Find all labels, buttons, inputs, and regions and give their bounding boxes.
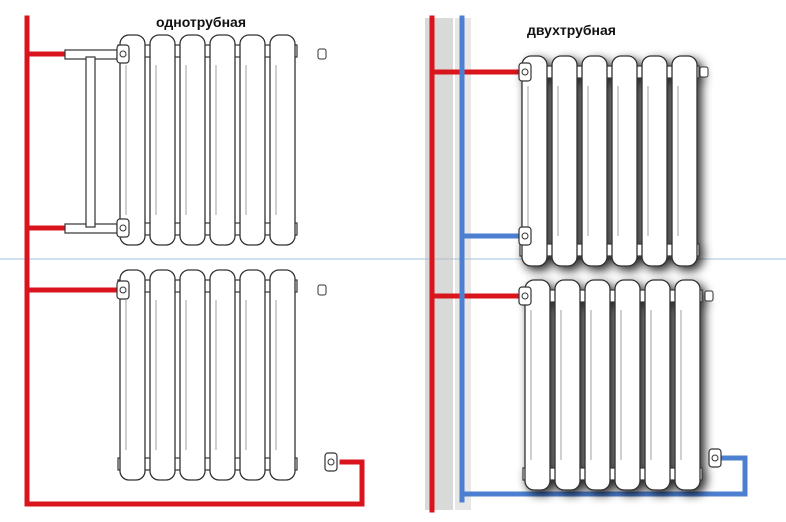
radiator-icon	[116, 34, 327, 246]
air-vent-icon	[699, 66, 709, 78]
radiator-icon	[518, 55, 709, 267]
radiator-section	[551, 55, 578, 267]
radiator-section	[584, 279, 611, 491]
radiator-section	[524, 279, 551, 491]
two-pipe-scheme	[425, 15, 748, 513]
radiator-section	[269, 269, 296, 481]
radiator-section	[119, 34, 146, 246]
valve-icon	[518, 226, 532, 246]
riser-background	[425, 18, 453, 510]
bypass-pipe-icon	[64, 49, 118, 234]
air-vent-icon	[317, 48, 327, 60]
valve-icon	[116, 280, 130, 300]
air-vent-icon	[317, 284, 327, 296]
radiator-section	[644, 279, 671, 491]
valve-icon	[708, 448, 722, 468]
title-single-pipe: однотрубная	[156, 14, 246, 30]
air-vent-icon	[704, 290, 714, 302]
radiator-section	[269, 34, 296, 246]
radiator-section	[641, 55, 668, 267]
radiator-section	[179, 269, 206, 481]
supply-pipe-left	[24, 15, 365, 507]
title-two-pipe: двухтрубная	[527, 22, 616, 38]
radiator-icon	[116, 269, 338, 481]
valve-icon	[518, 62, 532, 82]
valve-icon	[116, 218, 130, 238]
return-riser-icon	[459, 15, 748, 503]
radiator-section	[149, 34, 176, 246]
radiator-section	[611, 55, 638, 267]
radiator-section	[671, 55, 698, 267]
radiator-section	[554, 279, 581, 491]
radiator-section	[581, 55, 608, 267]
valve-icon	[518, 286, 532, 306]
radiator-section	[239, 34, 266, 246]
radiator-section	[179, 34, 206, 246]
valve-icon	[324, 452, 338, 472]
radiator-section	[614, 279, 641, 491]
single-pipe-scheme	[24, 15, 365, 507]
radiator-section	[239, 269, 266, 481]
valve-icon	[116, 44, 130, 64]
radiator-section	[674, 279, 701, 491]
radiator-icon	[518, 279, 722, 491]
supply-riser-icon	[429, 15, 523, 513]
radiator-section	[149, 269, 176, 481]
radiator-section	[209, 269, 236, 481]
radiator-section	[119, 269, 146, 481]
radiator-section	[209, 34, 236, 246]
